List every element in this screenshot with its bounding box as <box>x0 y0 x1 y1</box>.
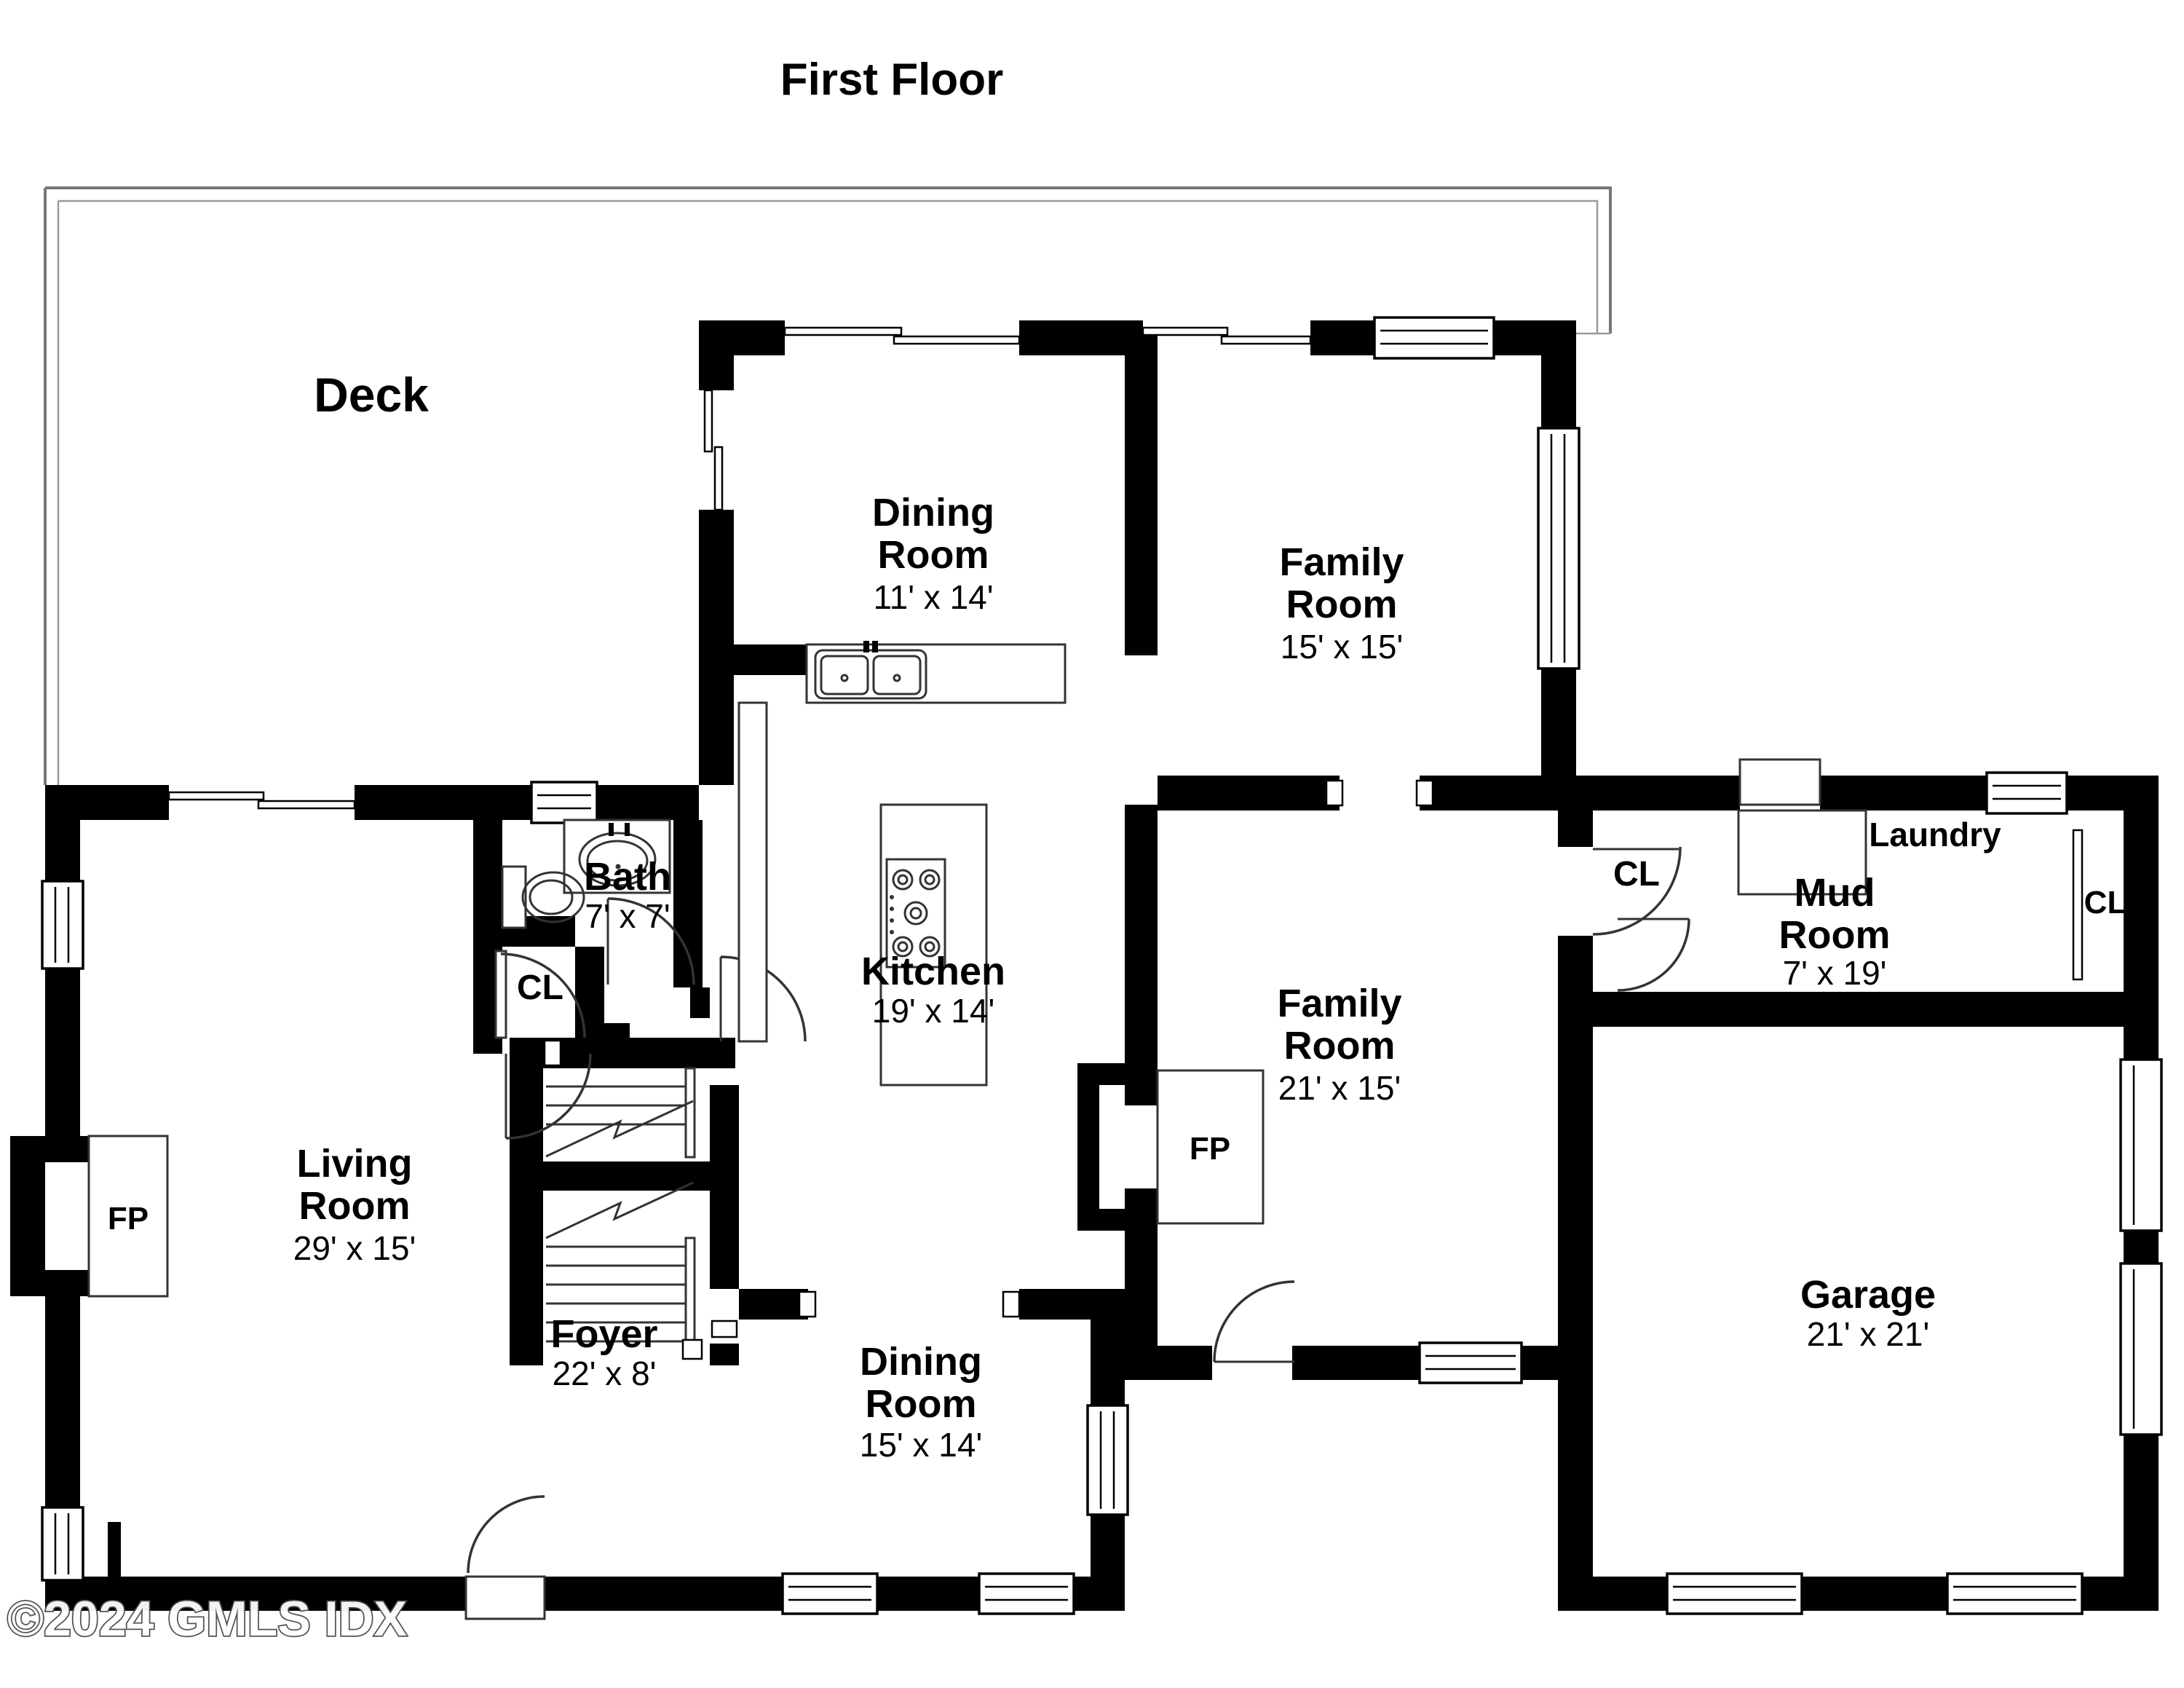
family-main-label-1: Family <box>1277 982 1401 1025</box>
closet-mud-left-label: CL <box>1613 855 1660 894</box>
laundry-label: Laundry <box>1869 816 2001 853</box>
bath-sink <box>563 819 671 894</box>
fireplace-family-hearth <box>1156 1069 1265 1225</box>
cooktop <box>885 858 946 969</box>
watermark: ©2024 GMLS IDX <box>7 1591 407 1646</box>
window-family-main-south <box>1418 1341 1523 1384</box>
dining-top-label-1: Dining <box>872 491 994 535</box>
deck-label: Deck <box>314 368 429 422</box>
window-north <box>1373 316 1495 360</box>
window-mudroom-north <box>1985 771 2068 815</box>
bath-dims: 7' x 7' <box>585 897 670 935</box>
door-mudroom-west <box>1592 846 1682 936</box>
window-garage-south-2 <box>1946 1572 2084 1615</box>
family-top-dims: 15' x 15' <box>1281 628 1403 666</box>
bath-label: Bath <box>584 855 671 899</box>
stairs <box>545 1067 703 1360</box>
closet-hall-label: CL <box>517 969 563 1007</box>
dining-main-dims: 15' x 14' <box>860 1426 982 1464</box>
garage-dims: 21' x 21' <box>1807 1315 1929 1353</box>
dining-main-label-1: Dining <box>860 1340 982 1384</box>
stairs-lower-flight <box>545 1181 703 1360</box>
kitchen-counter-west <box>737 701 768 1043</box>
garage-label: Garage <box>1800 1273 1936 1317</box>
toilet <box>501 865 585 929</box>
fireplace-family-label: FP <box>1190 1131 1230 1167</box>
deck-outline <box>44 186 1612 785</box>
window-dining-main-south-2 <box>978 1572 1075 1615</box>
kitchen-fixtures <box>737 641 1067 1086</box>
fireplace-living-label: FP <box>108 1201 149 1237</box>
dining-main-label-2: Room <box>866 1382 977 1426</box>
window-living-west-2 <box>41 1506 84 1582</box>
door-closet-hall <box>505 1053 592 1140</box>
laundry-counter <box>1737 809 1867 896</box>
window-garage-east-1 <box>2119 1058 2163 1232</box>
sliding-doors <box>167 326 2084 981</box>
family-top-label-2: Room <box>1286 583 1398 626</box>
labels: First Floor Deck Dining Room 11' x 14' F… <box>6 55 2127 1648</box>
closet-mud-right-label: CL <box>2084 885 2127 920</box>
mudroom-fixtures <box>1737 809 1867 896</box>
door-living-to-stairhall <box>494 950 586 1039</box>
fireplaces <box>87 1069 1265 1298</box>
mud-room-dims: 7' x 19' <box>1783 954 1887 992</box>
window-garage-south-1 <box>1666 1572 1803 1615</box>
mud-room-label-1: Mud <box>1795 871 1875 915</box>
window-dining-main-east <box>1086 1404 1129 1516</box>
front-door <box>464 1495 546 1620</box>
dining-top-label-2: Room <box>878 533 989 577</box>
kitchen-label: Kitchen <box>861 950 1005 993</box>
kitchen-dims: 19' x 14' <box>872 992 994 1030</box>
window-dining-main-south-1 <box>781 1572 879 1615</box>
door-closet-mud-left <box>1617 918 1690 992</box>
fireplace-living-hearth <box>87 1135 169 1298</box>
window-garage-east-2 <box>2119 1262 2163 1436</box>
window-living-west-1 <box>41 880 84 970</box>
family-top-label-1: Family <box>1279 540 1404 584</box>
window-bath-north <box>530 781 598 824</box>
windows <box>41 316 2163 1615</box>
page-title: First Floor <box>780 55 1004 105</box>
foyer-dims: 22' x 8' <box>553 1354 657 1392</box>
door-family-main-south <box>1213 1280 1295 1363</box>
mud-room-label-2: Room <box>1779 913 1891 957</box>
door-bath <box>606 897 695 985</box>
window-family-top-east <box>1537 427 1580 670</box>
family-main-dims: 21' x 15' <box>1278 1069 1401 1107</box>
living-dims: 29' x 15' <box>293 1229 416 1267</box>
stairs-upper-flight <box>545 1067 696 1159</box>
living-label-1: Living <box>297 1142 413 1186</box>
kitchen-sink <box>814 641 927 700</box>
family-main-label-2: Room <box>1284 1024 1396 1068</box>
bath-fixtures <box>501 819 671 929</box>
living-label-2: Room <box>299 1184 411 1228</box>
dining-top-dims: 11' x 14' <box>873 578 993 616</box>
foyer-label: Foyer <box>550 1312 657 1356</box>
